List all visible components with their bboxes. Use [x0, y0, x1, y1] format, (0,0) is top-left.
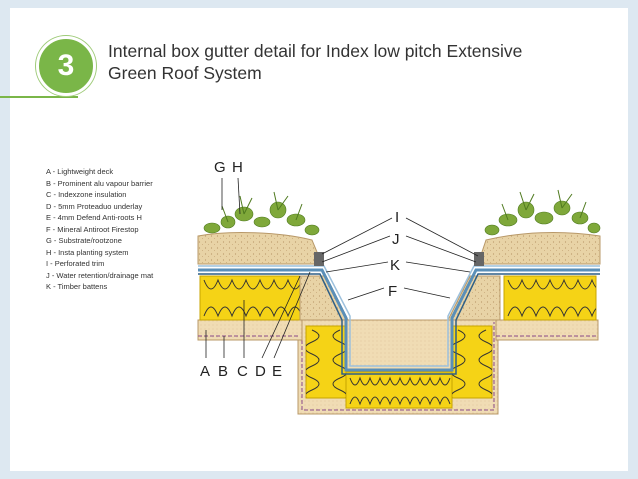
label-i: I [395, 209, 399, 226]
title-line-1: Internal box gutter detail for Index low… [108, 41, 523, 61]
legend-item: E - 4mm Defend Anti-roots H [46, 213, 142, 222]
deck-right [495, 319, 599, 341]
substrate-right [477, 232, 601, 265]
insulation-right-wall [451, 325, 493, 399]
insulation-right [503, 275, 597, 321]
label-b: B [218, 363, 228, 380]
deck-left [197, 319, 303, 341]
legend: A - Lightweight deck B - Prominent alu v… [46, 166, 216, 293]
label-h: H [232, 159, 243, 176]
legend-item: I - Perforated trim [46, 259, 105, 268]
substrate-left [197, 232, 323, 265]
badge-underline [0, 38, 78, 98]
legend-item: C - Indexzone insulation [46, 190, 127, 199]
label-e: E [272, 363, 282, 380]
membrane-top [198, 268, 600, 372]
legend-item: K - Timber battens [46, 282, 108, 291]
label-c: C [237, 363, 248, 380]
plants-left [203, 201, 320, 236]
page-title: Internal box gutter detail for Index low… [108, 40, 578, 84]
legend-item: D - 5mm Proteaduo underlay [46, 201, 143, 211]
legend-item: J - Water retention/drainage mat [46, 270, 154, 280]
legend-item: F - Mineral Antiroot Firestop [46, 224, 139, 234]
title-line-2: Green Roof System [108, 63, 262, 83]
vapour-barrier-gutter [301, 322, 495, 411]
firestop-layer [198, 265, 600, 367]
membrane-under [198, 273, 600, 375]
plants-right [484, 200, 601, 236]
label-g: G [214, 159, 226, 176]
step-badge: 3 [36, 36, 96, 96]
label-d: D [255, 363, 266, 380]
trim-right [474, 252, 484, 266]
legend-item: G - Substrate/rootzone [46, 236, 122, 245]
label-f: F [388, 283, 397, 300]
legend-item: A - Lightweight deck [46, 167, 114, 176]
leader-lines [205, 177, 479, 359]
legend-item: B - Prominent alu vapour barrier [46, 178, 153, 188]
label-k: K [390, 257, 400, 274]
insulation-left-wall [305, 325, 347, 399]
legend-item: H - Insta planting system [46, 247, 129, 257]
label-a: A [200, 363, 210, 380]
trim-left [314, 252, 324, 266]
label-j: J [392, 231, 400, 248]
